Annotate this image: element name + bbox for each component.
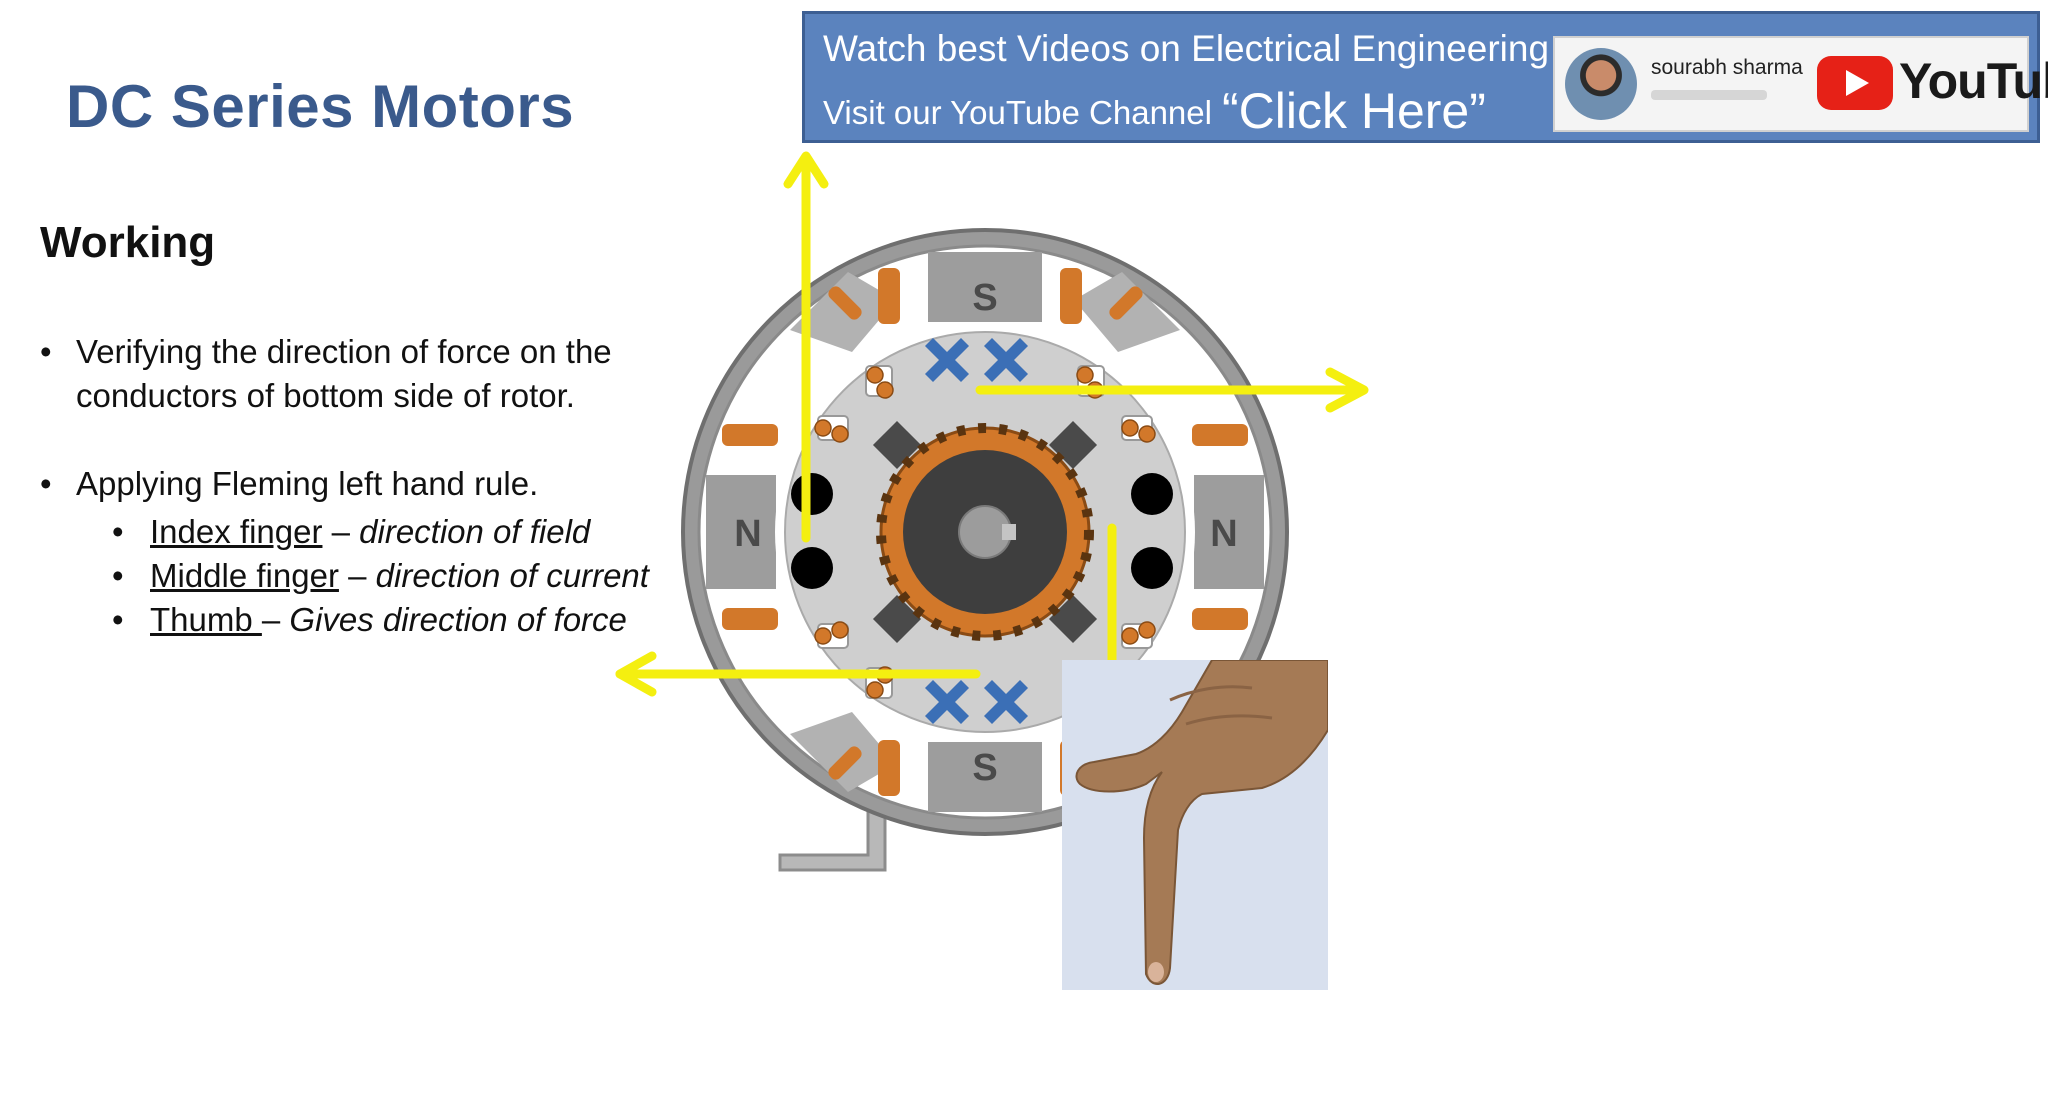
armature-conductors	[814, 366, 1156, 699]
dot-conductor-icon	[791, 473, 833, 515]
bullet-dot-icon: •	[112, 557, 124, 594]
sub-bullet-item: • Middle finger – direction of current	[40, 554, 652, 598]
bullet-text: Applying Fleming left hand rule.	[76, 465, 539, 502]
sub-bullet-sep: –	[338, 557, 376, 594]
dot-conductor-icon	[791, 547, 833, 589]
cross-conductor-icon	[984, 338, 1028, 382]
youtube-wordmark: YouTube	[1899, 53, 2048, 109]
youtube-channel-card[interactable]: sourabh sharma YouTube	[1553, 36, 2048, 132]
sub-bullet-sep: –	[322, 513, 360, 550]
sub-bullet-desc: Gives direction of force	[289, 601, 627, 638]
youtube-play-icon	[1817, 56, 1893, 110]
slide-title: DC Series Motors	[66, 73, 575, 140]
arrowhead-up-icon	[783, 151, 829, 189]
arrowhead-right-icon	[1325, 367, 1369, 413]
channel-name: sourabh sharma	[1651, 56, 1803, 79]
sub-bullet-desc: direction of field	[359, 513, 591, 550]
bullet-list: • Verifying the direction of force on th…	[40, 330, 652, 642]
pole-label-right: N	[1210, 513, 1237, 555]
bullet-dot-icon: •	[112, 513, 124, 550]
bullet-dot-icon: •	[40, 465, 52, 502]
shaft-key	[1002, 524, 1016, 540]
arrowhead-left-icon	[615, 651, 657, 697]
cross-conductor-icon	[925, 680, 969, 724]
sub-bullet-sep: –	[261, 601, 290, 638]
interpole	[790, 712, 896, 792]
pole-top	[928, 252, 1042, 322]
pole-label-left: N	[734, 513, 761, 555]
banner-subline: Visit our YouTube Channel“Click Here”	[823, 82, 1486, 140]
pole-left	[706, 475, 776, 589]
motor-mounting-foot	[778, 808, 887, 872]
sub-bullet-term: Thumb	[150, 601, 262, 638]
bullet-text: Verifying the direction of force on the …	[76, 333, 612, 414]
bullet-dot-icon: •	[40, 333, 52, 370]
pole-label-bottom: S	[972, 747, 997, 789]
sub-bullet-list: • Index finger – direction of field • Mi…	[40, 510, 652, 642]
bullet-item: • Verifying the direction of force on th…	[40, 330, 652, 418]
cross-conductor-icon	[925, 338, 969, 382]
section-heading: Working	[40, 218, 216, 267]
commutator-segments	[876, 423, 1094, 641]
pole-bottom	[928, 742, 1042, 812]
current-into-page-markers	[925, 338, 1028, 724]
pole-right	[1194, 475, 1264, 589]
bullet-dot-icon: •	[112, 601, 124, 638]
sub-bullet-item: • Thumb – Gives direction of force	[40, 598, 652, 642]
channel-avatar	[1565, 48, 1637, 120]
subscriber-count-blurred	[1651, 90, 1767, 100]
sub-bullet-item: • Index finger – direction of field	[40, 510, 652, 554]
cross-conductor-icon	[984, 680, 1028, 724]
click-here-link[interactable]: “Click Here”	[1221, 83, 1486, 139]
interpole	[1074, 272, 1180, 352]
interpole	[790, 272, 896, 352]
bullet-item: • Applying Fleming left hand rule.	[40, 462, 652, 506]
pole-label-top: S	[972, 277, 997, 319]
banner-headline: Watch best Videos on Electrical Engineer…	[823, 28, 1550, 69]
hand-illustration	[1062, 660, 1328, 990]
direction-arrows	[615, 151, 1369, 697]
dot-conductor-icon	[1131, 547, 1173, 589]
sub-bullet-term: Middle finger	[150, 557, 339, 594]
sub-bullet-desc: direction of current	[375, 557, 649, 594]
youtube-banner-link[interactable]: Watch best Videos on Electrical Engineer…	[802, 11, 2048, 143]
dot-conductor-icon	[1131, 473, 1173, 515]
banner-visit-text: Visit our YouTube Channel	[823, 94, 1212, 131]
hand-photo	[1062, 660, 1328, 990]
sub-bullet-term: Index finger	[150, 513, 323, 550]
